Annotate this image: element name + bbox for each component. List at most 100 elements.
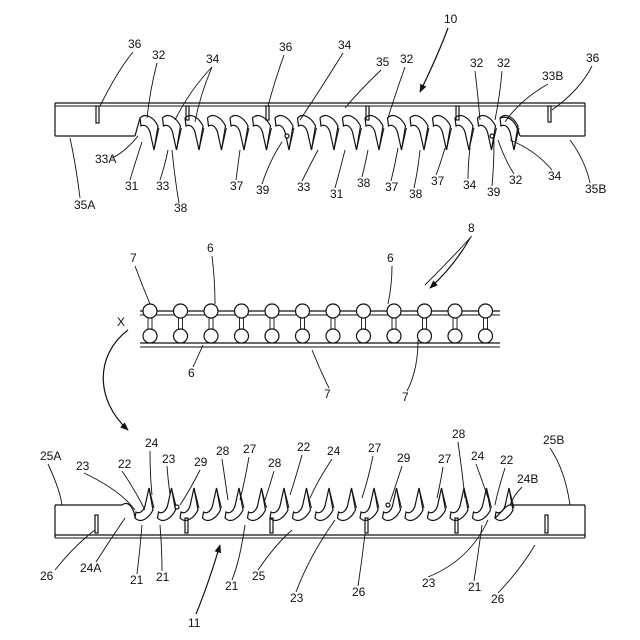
- label: 31: [125, 179, 139, 193]
- leader-line: [265, 471, 274, 500]
- top-tooth: [140, 116, 159, 150]
- ball: [387, 304, 401, 318]
- node-39: [285, 134, 289, 138]
- label: 24B: [517, 472, 538, 486]
- leader-line: [495, 468, 505, 505]
- leader-line: [335, 150, 345, 188]
- arrow-x: [103, 330, 128, 430]
- bottom-assembly: [55, 488, 585, 538]
- ball: [174, 304, 188, 318]
- label: 27: [368, 441, 382, 455]
- leader-line: [262, 142, 282, 184]
- top-tooth: [163, 116, 182, 150]
- label: 22: [118, 457, 132, 471]
- ball: [235, 329, 249, 343]
- label: 27: [243, 442, 257, 456]
- leader-line: [290, 455, 302, 495]
- leader-line: [172, 150, 179, 203]
- ball: [357, 304, 371, 318]
- ball-column: [479, 304, 493, 343]
- leader-line: [175, 67, 212, 120]
- ball: [265, 329, 279, 343]
- bottom-tooth: [360, 488, 379, 520]
- ball: [296, 304, 310, 318]
- label: 21: [130, 573, 144, 587]
- label: 33: [156, 179, 170, 193]
- label: 37: [431, 174, 445, 188]
- label: 34: [548, 169, 562, 183]
- leader-line: [147, 63, 157, 118]
- top-tooth: [320, 116, 339, 150]
- arrow-11: [196, 545, 220, 614]
- ball: [387, 329, 401, 343]
- ball: [448, 304, 462, 318]
- leader-line: [167, 466, 170, 495]
- label: 36: [279, 40, 293, 54]
- leader-line: [388, 266, 392, 304]
- ball: [479, 304, 493, 318]
- label: 34: [463, 178, 477, 192]
- bottom-tooth: [315, 488, 334, 520]
- label: 7: [130, 251, 137, 265]
- bottom-right-edge: [495, 505, 510, 518]
- top-tooth: [410, 116, 429, 150]
- leader-line: [236, 150, 240, 180]
- label: 23: [290, 591, 304, 605]
- top-tooth: [365, 116, 384, 150]
- leader-line: [498, 545, 535, 593]
- ball: [418, 329, 432, 343]
- label: 22: [297, 440, 311, 454]
- bottom-labels: 25A 23 22 24 23 29 28 27 28 22 24 27 29 …: [40, 427, 564, 630]
- top-labels: 36 32 34 36 34 35 32 32 32 33B 36 10 33A…: [74, 12, 606, 215]
- label: 36: [586, 51, 600, 65]
- label: 34: [338, 38, 352, 52]
- leader-line: [96, 518, 125, 562]
- label: 32: [400, 52, 414, 66]
- top-tooth: [275, 116, 294, 150]
- label: 26: [40, 569, 54, 583]
- node-39: [490, 134, 494, 138]
- leader-lines: [48, 28, 592, 614]
- leader-line: [498, 140, 514, 174]
- ball-column: [235, 304, 249, 343]
- label: 6: [387, 251, 394, 265]
- leader-line: [193, 345, 203, 367]
- leader-line: [296, 520, 335, 592]
- label: 23: [162, 452, 176, 466]
- top-tooth: [185, 116, 204, 150]
- leader-line: [48, 464, 62, 505]
- leader-line: [310, 459, 332, 498]
- figure-number: 11: [188, 616, 201, 630]
- label: 32: [509, 173, 523, 187]
- bottom-tooth: [135, 488, 154, 520]
- label: 24: [471, 449, 485, 463]
- label: 33A: [95, 152, 116, 166]
- ball-column: [143, 304, 157, 343]
- leader-line: [302, 150, 318, 181]
- ball: [143, 329, 157, 343]
- leader-line: [122, 471, 145, 510]
- label: 26: [352, 585, 366, 599]
- top-assembly: [55, 103, 585, 150]
- bottom-tooth: [270, 488, 289, 520]
- leader-line: [476, 464, 488, 498]
- leader-line: [137, 525, 142, 574]
- label: 21: [156, 570, 170, 584]
- leader-line: [100, 52, 133, 106]
- label: 31: [330, 187, 344, 201]
- label: 27: [438, 452, 452, 466]
- top-tooth: [208, 116, 227, 150]
- leader-line: [362, 456, 373, 498]
- leader-line: [358, 534, 365, 586]
- label: 28: [216, 444, 230, 458]
- ball-column: [265, 304, 279, 343]
- label: 35A: [74, 198, 95, 212]
- leader-line: [345, 70, 381, 108]
- leader-line: [232, 525, 245, 580]
- ball-array: [143, 304, 493, 343]
- leader-line: [495, 71, 502, 120]
- leader-line: [312, 350, 329, 388]
- ball: [235, 304, 249, 318]
- leader-line: [391, 148, 398, 181]
